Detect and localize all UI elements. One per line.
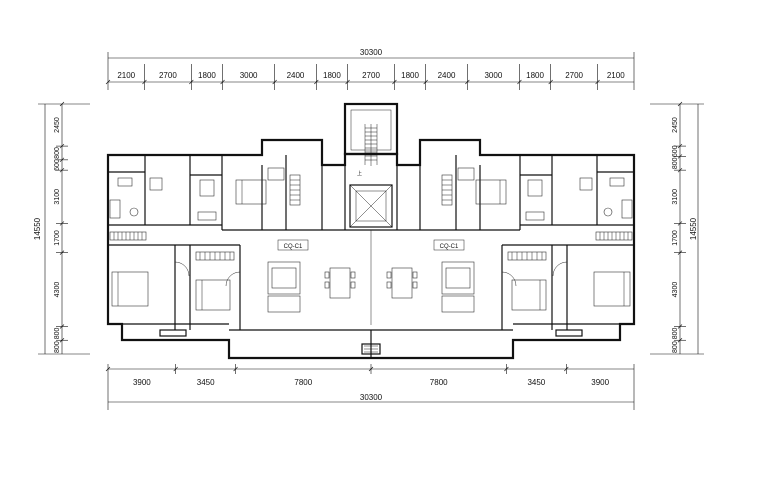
top-segment-label: 3000 [484, 71, 502, 80]
top-segment-label: 1800 [198, 71, 216, 80]
right-apartment-unit: CQ-C1 [386, 155, 634, 337]
right-segment-label: 600 [672, 145, 679, 157]
building-outline: 上 [106, 102, 636, 360]
left-segment-label: 800 [54, 341, 61, 353]
left-segment-label: 3100 [54, 189, 61, 205]
left-segment-label: 2450 [54, 117, 61, 133]
top-segment-label: 3000 [240, 71, 258, 80]
right-segment-label: 2450 [672, 117, 679, 133]
top-total-label: 30300 [360, 48, 383, 57]
bottom-segment-label: 3900 [591, 378, 609, 387]
left-segment-label: 4300 [54, 282, 61, 298]
left-segment-label: 800 [54, 147, 61, 159]
top-segment-label: 1800 [401, 71, 419, 80]
right-unit-label: CQ-C1 [440, 244, 459, 250]
bottom-segment-label: 7800 [294, 378, 312, 387]
bottom-total-label: 30300 [360, 393, 383, 402]
bottom-segment-label: 3450 [527, 378, 545, 387]
top-segment-label: 2700 [362, 71, 380, 80]
top-segment-label: 1800 [526, 71, 544, 80]
bottom-segment-label: 7800 [430, 378, 448, 387]
left-apartment-unit: CQ-C1 [108, 155, 356, 337]
bottom-segment-label: 3450 [197, 378, 215, 387]
bottom-segment-label: 3900 [133, 378, 151, 387]
top-segment-label: 2100 [117, 71, 135, 80]
left-segment-label: 600 [54, 159, 61, 171]
bottom-dimension-chain: 30300 3900 3450 7800 7800 3450 3900 [105, 364, 635, 410]
top-segment-label: 2400 [287, 71, 305, 80]
top-segment-label: 2400 [438, 71, 456, 80]
top-segment-label: 1800 [323, 71, 341, 80]
top-segment-label: 2100 [607, 71, 625, 80]
right-segment-label: 3100 [672, 189, 679, 205]
left-segment-label: 800 [54, 327, 61, 339]
right-segment-label: 800 [672, 341, 679, 353]
right-segment-label: 1700 [672, 230, 679, 246]
right-segment-label: 800 [672, 157, 679, 169]
top-segment-label: 2700 [565, 71, 583, 80]
right-total-label: 14550 [689, 217, 698, 240]
left-segment-label: 1700 [54, 230, 61, 246]
stair-label: 上 [357, 170, 362, 177]
left-total-label: 14550 [33, 217, 42, 240]
right-segment-label: 800 [672, 327, 679, 339]
top-segment-label: 2700 [159, 71, 177, 80]
right-segment-label: 4300 [672, 282, 679, 298]
top-dimension-chain: 30300 2100 2700 1800 3000 2400 1800 2700 1800 24… [105, 48, 635, 90]
left-unit-label: CQ-C1 [284, 244, 303, 250]
